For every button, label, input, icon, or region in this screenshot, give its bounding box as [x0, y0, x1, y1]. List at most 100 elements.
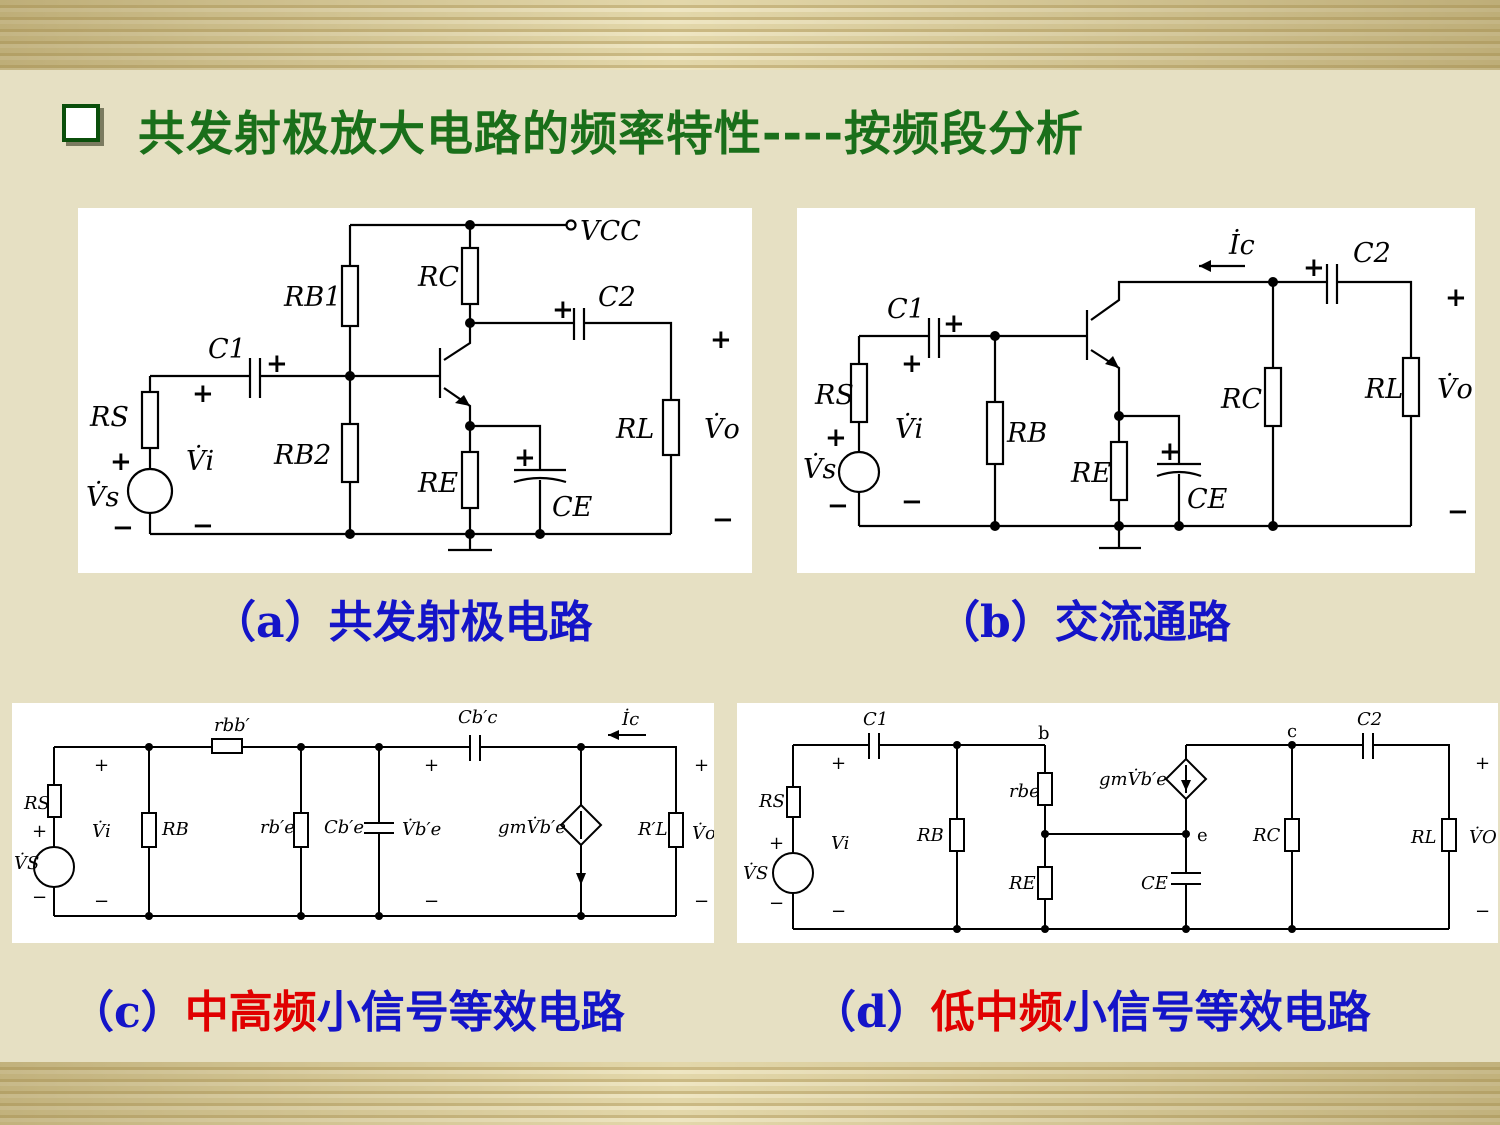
label-rb: RB [916, 825, 944, 846]
label-c1: C1 [863, 709, 888, 730]
sign-c1-plus: + [266, 349, 288, 379]
sign-vi-minus: − [94, 891, 109, 912]
diagram-d: C1 C2 RS V̇S Vi RB rbe RE gmV̇b′e CE RC … [743, 709, 1497, 933]
sign-vs-plus: + [825, 423, 847, 453]
label-ce: CE [1141, 873, 1168, 894]
caption-c-suffix: 小信号等效电路 [316, 987, 625, 1038]
sign-vi-plus: + [901, 349, 923, 379]
label-c1: C1 [887, 294, 925, 325]
caption-d-highlight: 低中频 [930, 987, 1063, 1038]
label-re: RE [1008, 873, 1036, 894]
label-rc: RC [1220, 384, 1262, 415]
label-vbe: V̇b′e [402, 818, 441, 840]
bottom-band-shading [0, 1062, 1500, 1125]
sign-vo-minus: − [1447, 497, 1469, 527]
label-rb: RB [1006, 418, 1047, 449]
caption-c: （c）中高频小信号等效电路 [70, 976, 625, 1040]
sign-vs-plus: + [769, 833, 784, 854]
label-vo: V̇o [704, 412, 740, 445]
sign-vs-plus: + [110, 447, 132, 477]
label-vo: V̇o [1437, 372, 1473, 405]
sign-vi-minus: − [831, 901, 846, 922]
label-re: RE [1070, 458, 1111, 489]
label-re: RE [417, 468, 458, 499]
sign-vs-minus: − [32, 887, 47, 908]
sign-vs-minus: − [112, 513, 134, 543]
label-rs: RS [758, 791, 785, 812]
label-rb2: RB2 [273, 440, 331, 471]
sign-vbe-minus: − [424, 891, 439, 912]
label-c2: C2 [1357, 709, 1382, 730]
sign-c2-plus: + [1303, 253, 1325, 283]
label-gm: gmV̇b′e [498, 816, 566, 838]
label-vi: Vi [831, 833, 849, 854]
label-node-e: e [1197, 825, 1208, 846]
label-vo: V̇o [692, 822, 714, 844]
diagram-c: rbb′ Cb′c İc RS V̇S V̇i RB rb′e Cb′e V̇b… [14, 707, 714, 920]
caption-c-highlight: 中高频 [184, 987, 317, 1038]
sign-vo-plus: + [1475, 753, 1490, 774]
panel-b-ac-path: İc C1 C2 RS RB RE CE RC RL V̇s V̇i V̇o +… [797, 208, 1475, 573]
label-rc: RC [417, 262, 459, 293]
label-c2: C2 [598, 282, 636, 313]
panel-c-mid-high-freq-model: rbb′ Cb′c İc RS V̇S V̇i RB rb′e Cb′e V̇b… [12, 703, 714, 943]
label-rbe: rb′e [260, 817, 295, 838]
label-rl: RL [1410, 827, 1437, 848]
sign-c2-plus: + [552, 295, 574, 325]
sign-vi-minus: − [901, 487, 923, 517]
sign-vs-minus: − [769, 893, 784, 914]
label-rl: RL [615, 414, 654, 445]
label-rbe: rbe [1009, 781, 1040, 802]
sign-vo-plus: + [694, 755, 709, 776]
sign-vi-plus: + [192, 379, 214, 409]
sign-vbe-plus: + [424, 755, 439, 776]
label-cbc: Cb′c [458, 707, 497, 728]
label-vs: V̇S [14, 852, 39, 874]
caption-c-prefix: （c） [70, 987, 185, 1038]
label-rl: R′L [637, 819, 668, 840]
label-vi: V̇i [186, 444, 214, 477]
label-gm: gmV̇b′e [1099, 768, 1167, 790]
label-rs: RS [814, 380, 854, 411]
diagram-b: İc C1 C2 RS RB RE CE RC RL V̇s V̇i V̇o +… [803, 228, 1473, 550]
label-rb: RB [161, 819, 189, 840]
label-ce: CE [1187, 484, 1228, 515]
sign-vs-plus: + [32, 821, 47, 842]
caption-d: （d）低中频小信号等效电路 [812, 976, 1371, 1040]
top-band-shading [0, 0, 1500, 70]
slide-title: 共发射极放大电路的频率特性----按频段分析 [138, 107, 1085, 162]
label-c2: C2 [1353, 238, 1391, 269]
caption-a: （a）共发射极电路 [212, 597, 593, 648]
panel-a-common-emitter-circuit: VCC RB1 RC C2 C1 RB2 RE CE RS RL V̇s V̇i… [78, 208, 752, 573]
checkbox-bullet-icon [62, 104, 100, 142]
label-rs: RS [23, 793, 50, 814]
sign-vo-plus: + [710, 325, 732, 355]
sign-vo-minus: − [1475, 901, 1490, 922]
label-vs: V̇s [86, 480, 119, 513]
label-vi: V̇i [895, 412, 923, 445]
label-vi: V̇i [92, 820, 111, 842]
sign-c1-plus: + [943, 309, 965, 339]
label-node-c: c [1287, 721, 1297, 742]
caption-d-prefix: （d） [812, 987, 931, 1038]
panel-d-low-mid-freq-model: C1 C2 RS V̇S Vi RB rbe RE gmV̇b′e CE RC … [737, 703, 1498, 943]
label-vs: V̇S [743, 862, 768, 884]
caption-b: （b）交流通路 [936, 597, 1231, 648]
sign-vs-minus: − [827, 491, 849, 521]
label-cbe: Cb′e [324, 817, 364, 838]
label-rb1: RB1 [283, 282, 341, 313]
sign-ce-plus: + [514, 443, 536, 473]
diagram-a: VCC RB1 RC C2 C1 RB2 RE CE RS RL V̇s V̇i… [86, 216, 740, 552]
label-rbb: rbb′ [214, 715, 250, 736]
label-rc: RC [1252, 825, 1281, 846]
label-c1: C1 [208, 334, 246, 365]
sign-vo-minus: − [712, 505, 734, 535]
sign-vi-plus: + [94, 755, 109, 776]
sign-vo-minus: − [694, 891, 709, 912]
sign-ce-plus: + [1159, 437, 1181, 467]
label-rl: RL [1364, 374, 1403, 405]
label-vs: V̇s [803, 452, 836, 485]
sign-vi-minus: − [192, 511, 214, 541]
label-vo: V̇O [1469, 826, 1497, 848]
